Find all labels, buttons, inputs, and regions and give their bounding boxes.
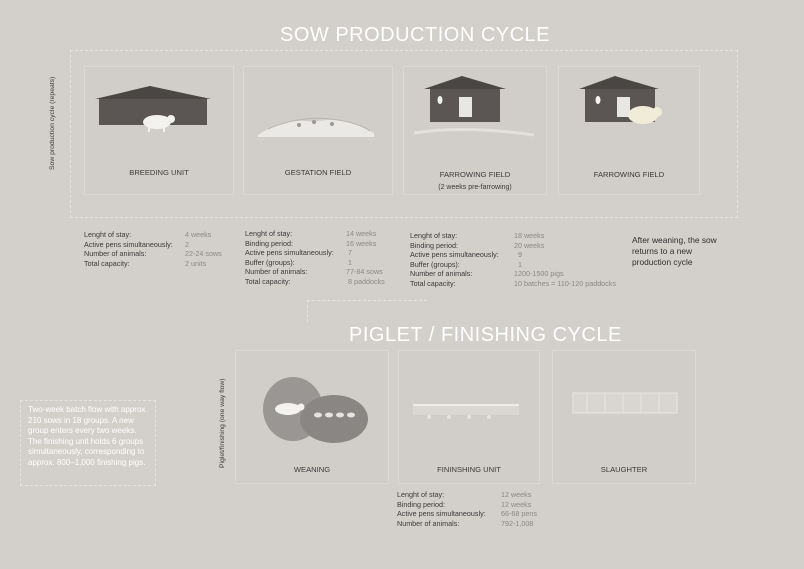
stat-row: Total capacity: 8 paddocks xyxy=(245,277,395,287)
stat-value: 8 paddocks xyxy=(348,276,385,286)
card-label-farrowing-2: FARROWING FIELD xyxy=(593,170,665,179)
stat-value: 7 xyxy=(348,248,352,258)
stat-value: 12 weeks xyxy=(501,490,532,499)
stat-value: 10 batches = 110-120 paddocks xyxy=(514,278,616,288)
card-farrowing-field-2: FARROWING FIELD xyxy=(558,66,700,195)
card-label-slaughter: SLAUGHTER xyxy=(600,465,648,474)
stat-key: Number of animals: xyxy=(410,269,473,279)
stat-key: Active pens simultaneously: xyxy=(410,250,499,260)
stat-key: Number of animals: xyxy=(245,267,308,277)
card-label-gestation: GESTATION FIELD xyxy=(284,168,352,177)
stat-row: Active pens simultaneously: 9 xyxy=(410,250,620,260)
stat-value: 1 xyxy=(518,259,522,269)
barn-with-pig-icon xyxy=(95,86,211,132)
stat-key: Lenght of stay: xyxy=(245,229,293,238)
piglet-cycle-title: PIGLET / FINISHING CYCLE xyxy=(349,324,622,346)
stat-row: Active pens simultaneously: 66-68 pens xyxy=(397,509,577,519)
card-sub-farrowing-1: (2 weeks pre-farrowing) xyxy=(438,184,512,191)
stat-row: Number of animals: 792-1,008 xyxy=(397,519,577,529)
card-label-breeding: BREEDING UNIT xyxy=(129,168,189,177)
stat-row: Total capacity: 10 batches = 110-120 padd… xyxy=(410,279,620,289)
card-weaning: WEANING xyxy=(235,350,389,484)
stat-row: Buffer (groups): 1 xyxy=(410,260,620,270)
card-gestation-field: GESTATION FIELD xyxy=(243,66,393,195)
stat-row: Binding period: 16 weeks xyxy=(245,239,395,249)
stat-row: Binding period: 12 weeks xyxy=(397,500,577,510)
stat-row: Lenght of stay: 18 weeks xyxy=(410,231,620,241)
card-breeding-unit: BREEDING UNIT xyxy=(84,66,234,195)
piglet-cycle-side-label: Piglet/finishing (one way flow) xyxy=(219,378,226,468)
stat-key: Buffer (groups): xyxy=(410,259,460,269)
stat-key: Binding period: xyxy=(397,499,445,509)
stat-row: Binding period: 20 weeks xyxy=(410,241,620,251)
stat-value: 2 xyxy=(185,239,189,249)
cycle-connector-h xyxy=(307,300,427,302)
stat-value: 792-1,008 xyxy=(501,518,534,528)
stat-value: 9 xyxy=(518,250,522,260)
stat-value: 1200-1500 pigs xyxy=(514,269,564,279)
stat-value: 2 units xyxy=(185,258,207,268)
stat-row: Total capacity: 2 units xyxy=(84,259,234,269)
stat-key: Number of animals: xyxy=(84,249,147,259)
stat-key: Binding period: xyxy=(245,238,293,248)
stat-key: Active pens simultaneously: xyxy=(84,239,173,249)
stat-row: Buffer (groups): 1 xyxy=(245,258,395,268)
stat-value: 66-68 pens xyxy=(501,509,537,519)
stat-key: Lenght of stay: xyxy=(410,231,458,240)
stat-value: 14 weeks xyxy=(346,229,377,238)
barn-with-sow-icon xyxy=(579,76,662,124)
stat-row: Number of animals: 1200-1500 pigs xyxy=(410,269,620,279)
stat-key: Lenght of stay: xyxy=(397,490,445,499)
cycle-connector xyxy=(307,300,309,322)
sow-cycle-side-label: Sow production cycle (repeats) xyxy=(49,76,56,170)
stat-key: Active pens simultaneously: xyxy=(245,248,334,258)
stat-row: Active pens simultaneously: 7 xyxy=(245,248,395,258)
stat-row: Number of animals: 22-24 sows xyxy=(84,249,234,259)
finishing-shed-icon xyxy=(413,404,519,419)
stat-value: 22-24 sows xyxy=(185,249,222,259)
barn-with-door-icon xyxy=(413,76,535,137)
stat-row: Number of animals: 77-84 sows xyxy=(245,267,395,277)
card-slaughter: SLAUGHTER xyxy=(552,350,696,484)
weaning-pigs-icon xyxy=(263,377,368,443)
stats-breeding: Lenght of stay: 4 weeks Active pens simul… xyxy=(84,230,234,268)
card-label-finishing: FININSHING UNIT xyxy=(437,465,501,474)
stat-key: Binding period: xyxy=(410,240,458,250)
batch-flow-note: Two-week batch flow with approx. 210 sow… xyxy=(28,405,148,467)
stat-value: 1 xyxy=(348,257,352,267)
sow-cycle-loop-frame xyxy=(70,50,738,218)
stat-row: Lenght of stay: 4 weeks xyxy=(84,230,234,240)
stat-value: 12 weeks xyxy=(501,499,532,509)
stat-key: Number of animals: xyxy=(397,518,460,528)
stats-finishing: Lenght of stay: 12 weeks Binding period: 1… xyxy=(397,490,577,528)
sow-cycle-title: SOW PRODUCTION CYCLE xyxy=(280,24,551,46)
stat-row: Lenght of stay: 12 weeks xyxy=(397,490,577,500)
card-finishing-unit: FININSHING UNIT xyxy=(398,350,540,484)
stat-key: Total capacity: xyxy=(410,278,456,288)
stat-row: Active pens simultaneously: 2 xyxy=(84,240,234,250)
field-shelter-icon xyxy=(258,117,374,137)
stat-value: 16 weeks xyxy=(346,238,377,248)
sow-return-note: After weaning, the sow returns to a new … xyxy=(632,235,717,267)
stat-key: Lenght of stay: xyxy=(84,230,132,239)
stat-value: 4 weeks xyxy=(185,230,212,239)
stats-gestation: Lenght of stay: 14 weeks Binding period: 1… xyxy=(245,229,395,287)
stat-value: 18 weeks xyxy=(514,231,545,240)
batch-note-frame xyxy=(20,400,156,486)
card-label-farrowing-1: FARROWING FIELD xyxy=(439,170,511,179)
stat-key: Total capacity: xyxy=(245,276,291,286)
stat-value: 20 weeks xyxy=(514,240,545,250)
slaughter-building-icon xyxy=(572,392,678,414)
stat-key: Active pens simultaneously: xyxy=(397,509,486,519)
stat-row: Lenght of stay: 14 weeks xyxy=(245,229,395,239)
card-label-weaning: WEANING xyxy=(293,465,331,474)
stats-farrowing: Lenght of stay: 18 weeks Binding period: 2… xyxy=(410,231,620,289)
stat-key: Total capacity: xyxy=(84,258,130,268)
stat-value: 77-84 sows xyxy=(346,267,383,277)
card-farrowing-field-1: FARROWING FIELD (2 weeks pre-farrowing) xyxy=(403,66,547,195)
stat-key: Buffer (groups): xyxy=(245,257,295,267)
